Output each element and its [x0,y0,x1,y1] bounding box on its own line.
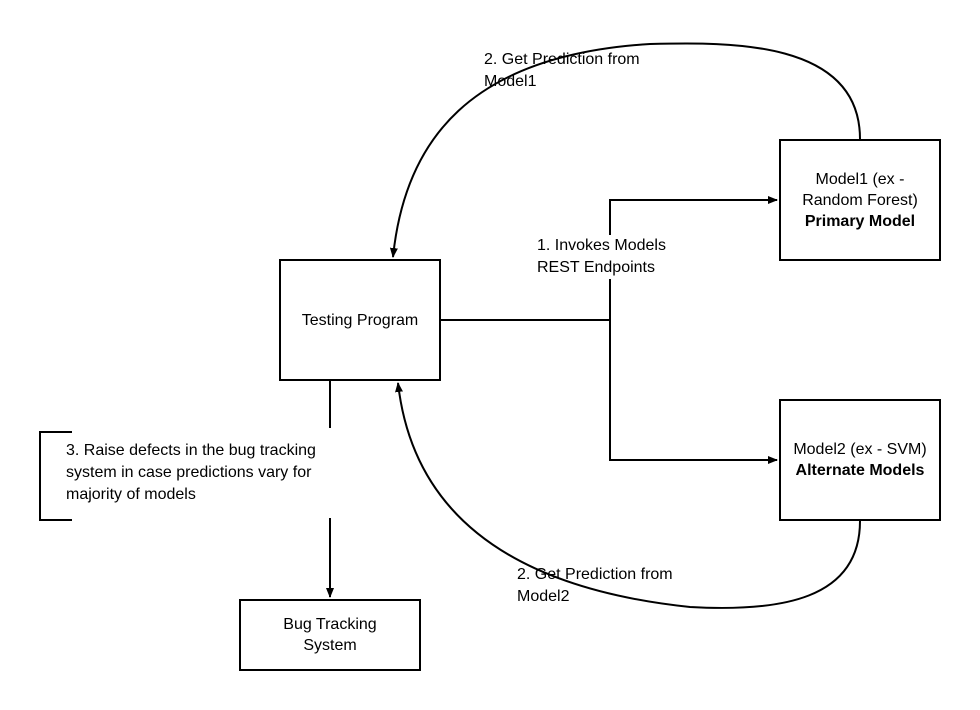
model2-label-line1: Model2 (ex - SVM) [793,441,927,458]
testing-program-box: Testing Program [279,259,441,381]
bug-tracking-label-line2: System [303,637,357,654]
raise-defects-label-line1: 3. Raise defects in the bug tracking [66,442,316,459]
model1-prediction-arrow [389,42,861,258]
annotation-bracket [39,431,72,521]
invoke-model1-arrow [609,196,778,320]
invoke-model2-arrow [609,320,778,464]
testing-program-label: Testing Program [301,311,419,329]
model1-label-line1: Model1 (ex - [815,170,905,188]
raise-defects-label-line3: majority of models [66,486,196,503]
model2-prediction-label-line1: 2. Get Prediction from [517,566,673,583]
raise-defects-label: 3. Raise defects in the bug tracking sys… [66,440,366,506]
raise-defects-label-line2: system in case predictions vary for [66,464,312,481]
model1-box: Model1 (ex - Random Forest) Primary Mode… [779,139,941,261]
model1-prediction-label-line2: Model1 [484,73,537,90]
model2-role-label: Alternate Models [795,462,925,479]
model1-label-line2: Random Forest) [802,191,918,209]
bug-tracking-label-line1: Bug Tracking [283,616,377,633]
invokes-models-label-line2: REST Endpoints [537,259,655,276]
model2-prediction-label: 2. Get Prediction from Model2 [517,564,737,608]
model1-prediction-label: 2. Get Prediction from Model1 [484,49,704,93]
invokes-models-label: 1. Invokes Models REST Endpoints [537,235,737,279]
model1-prediction-label-line1: 2. Get Prediction from [484,51,640,68]
invokes-models-label-line1: 1. Invokes Models [537,237,666,254]
model2-prediction-label-line2: Model2 [517,588,570,605]
model1-role-label: Primary Model [804,212,916,230]
model2-box: Model2 (ex - SVM) Alternate Models [779,399,941,521]
model2-prediction-arrow [395,382,861,609]
bug-tracking-system-box: Bug Tracking System [239,599,421,671]
